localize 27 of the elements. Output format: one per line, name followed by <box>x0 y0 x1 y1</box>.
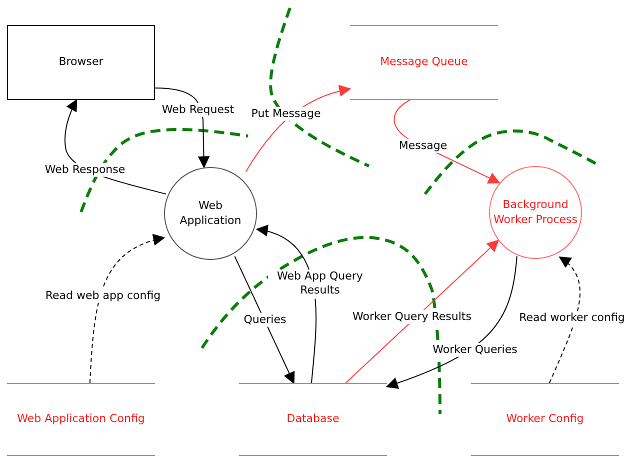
arrow <box>345 240 500 384</box>
edge-label: Worker Query Results <box>350 310 474 324</box>
arrow <box>234 256 295 384</box>
arrow <box>89 234 166 384</box>
data-store <box>471 383 619 456</box>
node-label: Browser <box>58 55 104 70</box>
data-store <box>350 25 498 100</box>
edge-label: Put Message <box>249 106 323 122</box>
node-label: Web Application Config <box>17 412 145 427</box>
edge-label: Message <box>396 138 450 154</box>
node-label: Message Queue <box>380 55 468 70</box>
node-label: Worker Config <box>506 412 584 427</box>
edge-label: Queries <box>242 312 288 328</box>
external-entity-box <box>7 25 155 100</box>
edge-label: Read web app config <box>43 288 163 304</box>
data-store <box>239 383 387 456</box>
arrow <box>548 256 580 384</box>
arrow <box>154 88 210 168</box>
edge-label: Web Request <box>160 102 236 118</box>
edge-label: Worker Queries <box>430 342 520 358</box>
node-label: Web Application <box>178 199 242 228</box>
arrow <box>386 256 518 389</box>
node-label: Background Worker Process <box>492 198 578 227</box>
node-label: Database <box>286 412 340 427</box>
data-store <box>7 383 155 456</box>
edge-label: Web Response <box>42 162 128 178</box>
edge-label: Read worker config <box>517 310 627 326</box>
